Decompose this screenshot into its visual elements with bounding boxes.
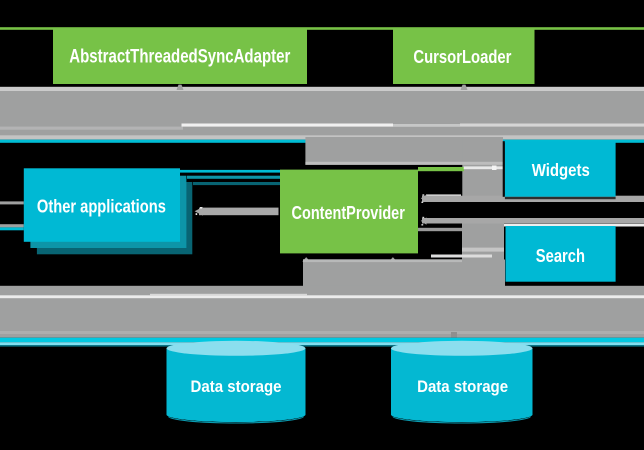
svg-text:CursorLoader: CursorLoader bbox=[413, 46, 512, 67]
svg-text:ContentProvider: ContentProvider bbox=[292, 202, 406, 223]
svg-text:Other applications: Other applications bbox=[37, 197, 166, 217]
svg-text:Data storage: Data storage bbox=[191, 377, 282, 396]
svg-text:Widgets: Widgets bbox=[532, 160, 590, 180]
svg-text:Search: Search bbox=[536, 245, 585, 266]
svg-text:AbstractThreadedSyncAdapter: AbstractThreadedSyncAdapter bbox=[69, 46, 290, 67]
svg-text:Data storage: Data storage bbox=[417, 377, 508, 396]
